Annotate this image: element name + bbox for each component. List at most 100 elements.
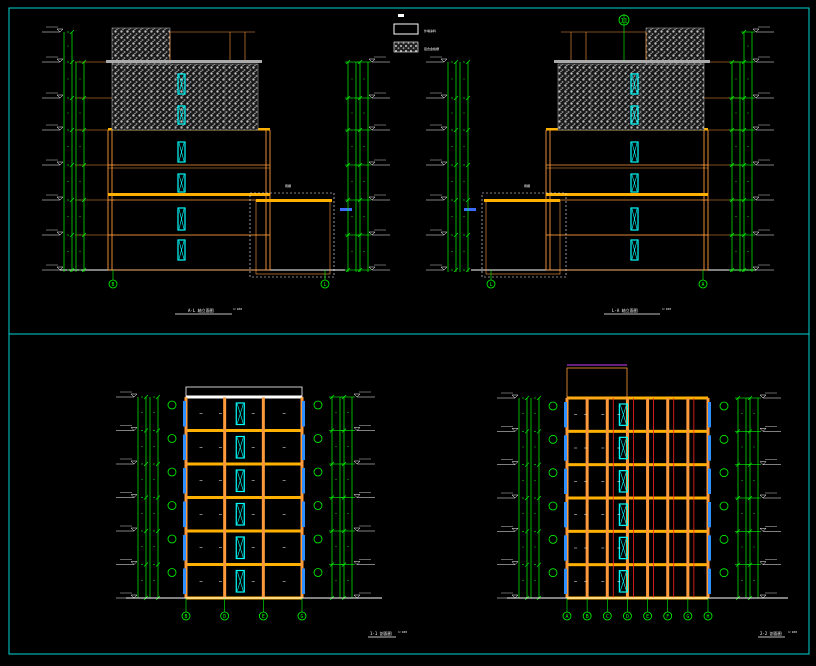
axis-bubble-circle bbox=[602, 611, 612, 621]
level-axis-bubble bbox=[167, 467, 177, 477]
level-triangle bbox=[353, 427, 361, 431]
level-axis-bubble bbox=[548, 401, 558, 411]
roof-parapet bbox=[185, 386, 303, 398]
axis-bubble-circle bbox=[548, 568, 558, 578]
level-triangle bbox=[56, 126, 64, 131]
dimension-slash bbox=[81, 59, 87, 65]
axis-bubble: H bbox=[703, 611, 713, 621]
dimension-slash bbox=[143, 428, 149, 433]
dimension-slash bbox=[524, 395, 530, 401]
dimension-slash bbox=[453, 127, 459, 133]
level-triangle bbox=[368, 58, 376, 63]
canopy-edge bbox=[464, 208, 476, 211]
axis-bubble-circle bbox=[623, 611, 632, 621]
wall-glazing bbox=[708, 502, 711, 528]
level-axis-bubble bbox=[313, 568, 323, 577]
level-marks bbox=[426, 56, 448, 271]
dimension-slash bbox=[69, 232, 75, 238]
column bbox=[605, 398, 609, 598]
axis-bubble: G bbox=[683, 611, 693, 621]
dimension-slash bbox=[747, 429, 753, 434]
dimension-slash bbox=[81, 197, 87, 203]
axis-bubble: G bbox=[297, 611, 307, 621]
dimension-slash bbox=[69, 95, 75, 101]
window-glazing bbox=[236, 437, 244, 458]
dimension-slash bbox=[729, 59, 735, 65]
window bbox=[235, 536, 245, 560]
axis-bubble-circle bbox=[719, 401, 729, 411]
dimension-slash bbox=[741, 162, 747, 168]
column bbox=[706, 398, 710, 598]
axis-bubble-right: L bbox=[486, 279, 496, 289]
floor-slab bbox=[567, 429, 708, 433]
legend-label-grille: 铝合金格栅 bbox=[424, 46, 439, 51]
axis-bubble: A bbox=[562, 611, 572, 621]
dimension-slash bbox=[155, 528, 161, 534]
floor-slab bbox=[567, 563, 708, 567]
level-triangle bbox=[130, 494, 138, 498]
axis-bubble-circle bbox=[167, 501, 177, 510]
level-axis-bubble bbox=[313, 400, 323, 410]
level-axis-bubble bbox=[167, 434, 177, 443]
dimension-ladder bbox=[729, 59, 743, 273]
legend-marker bbox=[398, 14, 404, 17]
level-triangle bbox=[56, 231, 64, 236]
level-triangle bbox=[56, 58, 64, 63]
wall-glazing bbox=[708, 402, 711, 428]
level-triangle bbox=[56, 196, 64, 201]
axis-bubble-circle bbox=[663, 611, 673, 621]
dimension-slash bbox=[524, 495, 530, 501]
grille-screen-top bbox=[111, 27, 171, 65]
axis-bubble-circle bbox=[167, 568, 177, 577]
floor-slab bbox=[567, 396, 708, 400]
level-triangle bbox=[130, 561, 138, 565]
dimension-slash bbox=[357, 95, 363, 101]
level-axis-bubble bbox=[548, 434, 558, 444]
window-frame bbox=[235, 569, 245, 593]
wall-glazing bbox=[708, 435, 711, 461]
level-triangle bbox=[511, 394, 519, 399]
wall-glazing bbox=[302, 535, 305, 561]
axis-bubble-label: G bbox=[686, 614, 689, 620]
axis-bubble-circle bbox=[313, 534, 323, 544]
axis-bubble-circle bbox=[167, 434, 177, 443]
dimension-slash bbox=[453, 267, 459, 273]
wall-glazing bbox=[564, 502, 567, 528]
dimension-slash bbox=[465, 59, 471, 65]
dimension-slash bbox=[155, 562, 161, 567]
window bbox=[177, 207, 186, 231]
dimension-slash bbox=[69, 267, 75, 273]
window-glazing bbox=[631, 208, 638, 230]
axis-bubble-circle bbox=[719, 468, 729, 478]
level-triangle bbox=[130, 427, 138, 431]
dimension-slash bbox=[341, 562, 347, 567]
level-triangle bbox=[511, 561, 519, 566]
axis-bubble-label: B bbox=[112, 282, 115, 288]
axis-bubble-label: D bbox=[626, 614, 629, 620]
axis-bubble-circle bbox=[220, 611, 230, 621]
axis-bubble-circle bbox=[562, 611, 572, 621]
level-triangle bbox=[368, 126, 376, 131]
level-triangle bbox=[511, 494, 519, 499]
dimension-slash bbox=[341, 495, 347, 500]
dimension-slash bbox=[143, 495, 149, 500]
window bbox=[630, 207, 639, 231]
level-triangle bbox=[752, 126, 760, 131]
axis-bubble: E bbox=[258, 611, 268, 621]
dimension-slash bbox=[729, 95, 735, 101]
wall-glazing bbox=[302, 468, 305, 494]
dimension-slash bbox=[735, 395, 741, 401]
dimension-slash bbox=[329, 495, 335, 500]
window-glazing bbox=[620, 438, 627, 458]
window-glazing bbox=[236, 504, 244, 525]
level-axis-bubble bbox=[719, 468, 729, 478]
axis-bubble-circle bbox=[313, 400, 323, 410]
window bbox=[630, 105, 639, 125]
column bbox=[666, 398, 670, 598]
dimension-ladder bbox=[149, 394, 161, 601]
dimension-slash bbox=[143, 394, 149, 400]
wall-glazing bbox=[183, 468, 186, 494]
legend-swatch-paint bbox=[393, 23, 419, 35]
axis-bubble-label: D bbox=[223, 614, 226, 620]
